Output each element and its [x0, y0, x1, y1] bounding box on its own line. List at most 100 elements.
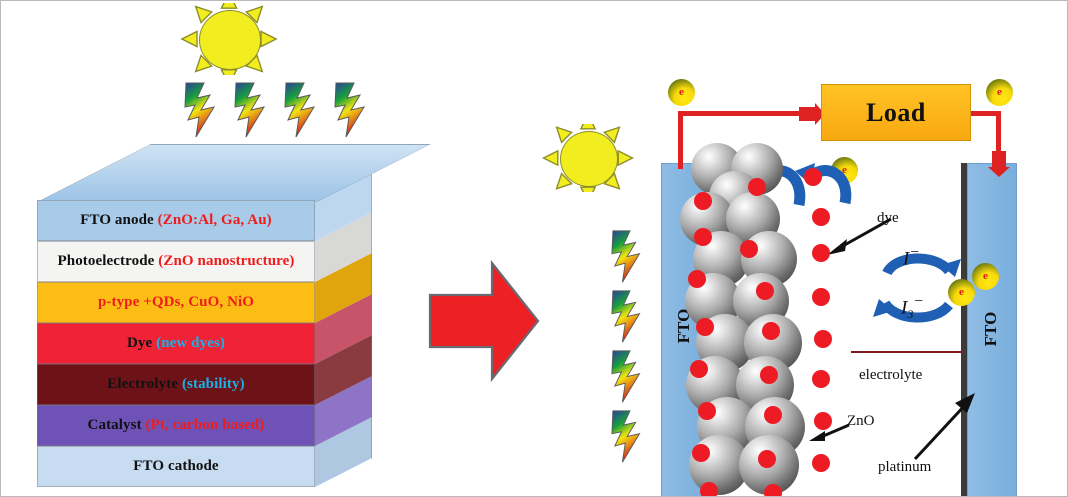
photon-bolt-icon: [611, 410, 641, 463]
electron-bead-anode: e: [668, 79, 695, 106]
transition-arrow-right: [428, 259, 540, 383]
layer-front-face: Catalyst (Pt, carbon based): [37, 405, 315, 446]
dye-molecule-dot: [764, 484, 782, 496]
dye-molecule-dot: [804, 168, 822, 186]
dye-molecule-dot: [696, 318, 714, 336]
sun-ray: [555, 126, 573, 144]
dye-molecule-dot: [688, 270, 706, 288]
sun-icon-right: [541, 124, 635, 192]
layer-label: Dye (new dyes): [127, 335, 225, 352]
layer-label: FTO cathode: [133, 458, 218, 475]
layer-label-main: FTO anode: [80, 212, 154, 228]
device-layer-photoelectrode: Photoelectrode (ZnO nanostructure): [37, 211, 372, 282]
dye-molecule-dot: [762, 322, 780, 340]
load-box: Load: [821, 84, 971, 141]
layer-label-main: Photoelectrode: [57, 253, 155, 269]
layer-label: Catalyst (Pt, carbon based): [88, 417, 265, 434]
sun-ray: [220, 69, 238, 75]
fto-cathode-label: FTO: [981, 311, 1000, 347]
sun-ray: [220, 3, 238, 9]
dye-molecule-dot: [748, 178, 766, 196]
dye-annotation: dye: [877, 210, 899, 226]
layer-front-face: FTO cathode: [37, 446, 315, 487]
sun-ray: [194, 54, 214, 73]
wire-anode-vertical: [678, 111, 683, 169]
wire-arrowhead-into-load: [799, 103, 825, 125]
layer-label-main: Catalyst: [87, 417, 142, 433]
electrolyte-annotation: electrolyte: [859, 367, 923, 383]
layer-label: Photoelectrode (ZnO nanostructure): [57, 253, 294, 270]
sun-ray: [180, 30, 198, 48]
layer-label-detail: (ZnO:Al, Ga, Au): [157, 212, 272, 228]
triiodide-label: I3−: [901, 293, 925, 322]
layer-label-detail: (ZnO nanostructure): [158, 253, 295, 269]
device-layer-dye: Dye (new dyes): [37, 293, 372, 364]
solar-cell-diagram: FTO FTO Load e e e e: [521, 1, 1067, 496]
layer-front-face: Electrolyte (stability): [37, 364, 315, 405]
platinum-pointer-arrow: [913, 393, 975, 461]
zno-annotation: ZnO: [847, 413, 875, 429]
redox-cycle-arrows: [873, 253, 961, 323]
sun-disc: [559, 130, 619, 188]
dye-molecule-dot: [812, 208, 830, 226]
platinum-layer: [961, 163, 967, 496]
dye-molecule-dot: [694, 228, 712, 246]
sun-ray: [603, 126, 621, 144]
photon-bolt-icon: [334, 82, 366, 138]
dye-molecule-dot: [698, 402, 716, 420]
photon-bolt-icon: [234, 82, 266, 138]
electrolyte-divider: [851, 351, 963, 353]
layer-front-face: Dye (new dyes): [37, 323, 315, 364]
photon-bolt-icon: [611, 230, 641, 283]
photon-bolt-icon: [284, 82, 316, 138]
sun-ray: [579, 186, 597, 192]
dye-molecule-dot: [694, 192, 712, 210]
layer-label-detail: (Pt, carbon based): [145, 417, 265, 433]
sun-ray: [555, 172, 573, 190]
photon-bolt-icon: [611, 350, 641, 403]
dye-pointer-arrow: [827, 217, 892, 255]
layer-front-face: Photoelectrode (ZnO nanostructure): [37, 241, 315, 282]
dye-molecule-dot: [692, 444, 710, 462]
dye-molecule-dot: [756, 282, 774, 300]
photon-bolt-icon: [184, 82, 216, 138]
sun-ray: [244, 5, 264, 24]
electron-bead-cathode: e: [986, 79, 1013, 106]
sun-ray: [541, 149, 559, 167]
electron-bead-platinum: e: [972, 263, 999, 290]
layer-front-face: FTO anode (ZnO:Al, Ga, Au): [37, 200, 315, 241]
platinum-annotation: platinum: [878, 459, 932, 475]
load-label: Load: [866, 97, 926, 127]
sun-ray: [260, 30, 278, 48]
fto-cathode-electrode: [967, 163, 1017, 496]
zno-pointer-arrow: [809, 423, 850, 441]
wire-anode-horizontal: [678, 111, 803, 116]
device-layer-fto-anode: FTO anode (ZnO:Al, Ga, Au): [37, 144, 431, 241]
layer-label: p-type +QDs, CuO, NiO: [98, 294, 254, 311]
layer-label-main: Dye: [126, 335, 153, 351]
device-layer-p-type: p-type +QDs, CuO, NiO: [37, 252, 372, 323]
dye-molecule-dot: [814, 412, 832, 430]
layer-label-main: FTO cathode: [133, 458, 219, 474]
dye-molecule-dot: [700, 482, 718, 496]
device-layer-electrolyte: Electrolyte (stability): [37, 334, 372, 405]
dye-molecule-dot: [812, 370, 830, 388]
layer-label-detail: (stability): [181, 376, 245, 392]
dye-molecule-dot: [740, 240, 758, 258]
layer-front-face: p-type +QDs, CuO, NiO: [37, 282, 315, 323]
iodide-label: I−: [903, 244, 921, 270]
layer-label: Electrolyte (stability): [107, 376, 244, 393]
sun-ray: [579, 124, 597, 130]
layer-label-main: p-type +QDs, CuO, NiO: [97, 294, 255, 310]
dye-molecule-dot: [812, 288, 830, 306]
sun-icon-left: [179, 3, 279, 75]
sun-ray: [244, 54, 264, 73]
electron-bead-redox: e: [948, 279, 975, 306]
sun-ray: [194, 5, 214, 24]
sun-ray: [617, 149, 635, 167]
dye-molecule-dot: [758, 450, 776, 468]
dye-molecule-dot: [764, 406, 782, 424]
dye-molecule-dot: [814, 330, 832, 348]
wire-cathode-vertical: [996, 111, 1001, 161]
